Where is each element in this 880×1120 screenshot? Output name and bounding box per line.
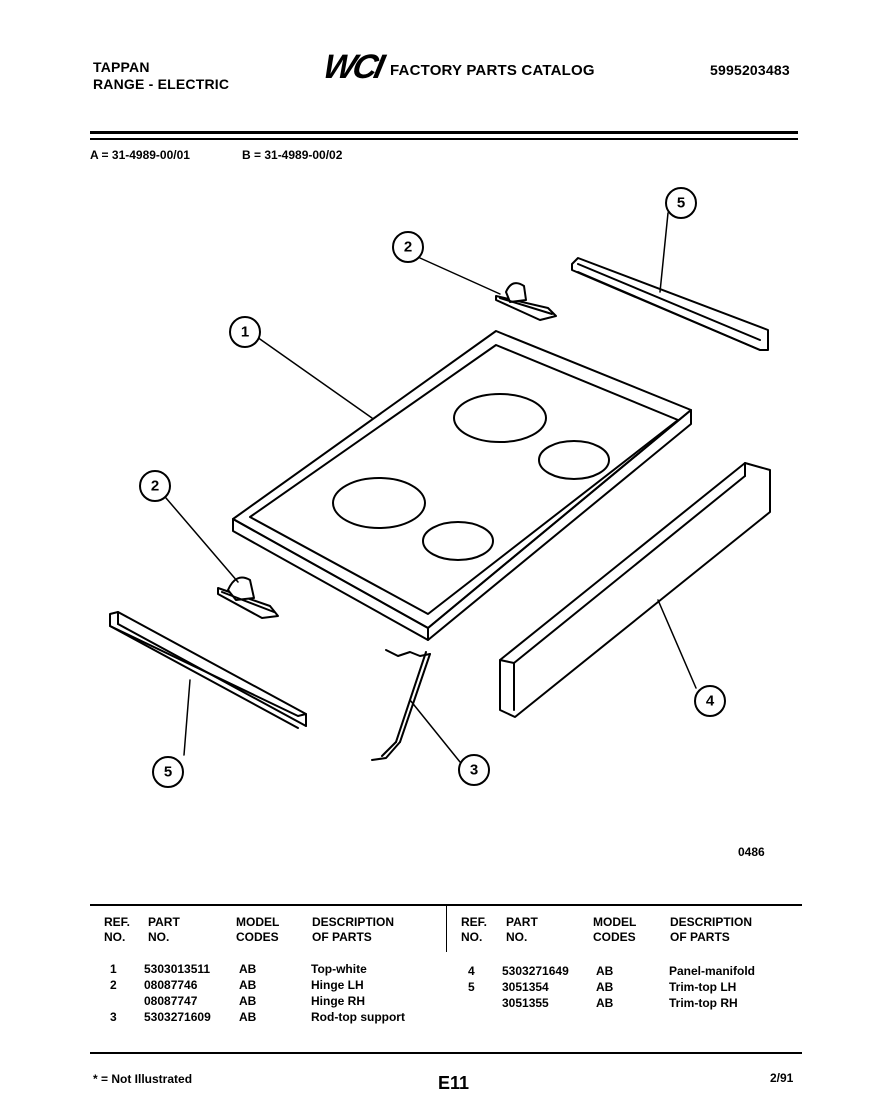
callout-5-lower: 5: [164, 764, 172, 781]
table-row: 3: [110, 1010, 117, 1024]
callout-3-circle: [458, 754, 490, 786]
callout-2-upper-circle: [392, 231, 424, 263]
page-number: E11: [438, 1073, 470, 1093]
product-type: RANGE - ELECTRIC: [93, 76, 230, 92]
header-rule-thick: [90, 131, 798, 134]
rod-support-part: [371, 649, 431, 761]
brand-name: TAPPAN: [93, 59, 150, 75]
callout-5-lower-circle: [152, 756, 184, 788]
table-bottom-rule: [90, 1052, 802, 1054]
callout-1-circle: [229, 316, 261, 348]
callout-3: 3: [470, 762, 478, 779]
table-row: 2: [110, 978, 117, 992]
panel-manifold-part: [499, 462, 771, 718]
table-divider: [446, 906, 447, 952]
cooktop-top-part: [232, 330, 692, 641]
table-column-ref-right: 4 5: [468, 964, 475, 994]
table-column-codes: AB AB AB AB: [239, 962, 257, 1024]
trim-top-upper-part: [571, 257, 769, 351]
callout-4: 4: [706, 693, 715, 710]
table-column-part: 5303013511 08087746 08087747 5303271609: [144, 962, 211, 1024]
trim-top-lower-part: [109, 611, 307, 729]
header-ref: REF.NO.: [104, 915, 131, 944]
table-row: 1: [110, 962, 117, 976]
table-top-rule: [90, 904, 802, 906]
diagram-code: 0486: [738, 845, 765, 859]
footnote: * = Not Illustrated: [93, 1072, 193, 1086]
table-row: [110, 993, 117, 1009]
callout-5-upper: 5: [677, 195, 685, 212]
callout-5-upper-circle: [665, 187, 697, 219]
callout-2-lower-circle: [139, 470, 171, 502]
header-rule-thin: [90, 138, 798, 140]
catalog-number: 5995203483: [710, 62, 790, 78]
callout-1: 1: [241, 324, 249, 341]
callout-2-upper: 2: [404, 239, 412, 256]
table-column-desc-right: Panel-manifold Trim-top LH Trim-top RH: [669, 964, 756, 1010]
table-column-part-right: 5303271649 3051354 3051355: [502, 964, 569, 1010]
table-column-desc: Top-white Hinge LH Hinge RH Rod-top supp…: [311, 962, 405, 1024]
model-b: B = 31-4989-00/02: [242, 148, 343, 162]
revision-date: 2/91: [770, 1071, 794, 1085]
table-column-codes-right: AB AB AB: [596, 964, 614, 1010]
hinge-lower-part: [217, 576, 279, 619]
table-column-ref: 1 2 3: [110, 961, 117, 1025]
hinge-upper-part: [495, 282, 557, 321]
catalog-title: FACTORY PARTS CATALOG: [390, 62, 595, 79]
callout-2-lower: 2: [151, 478, 159, 495]
model-a: A = 31-4989-00/01: [90, 148, 190, 162]
header-ref-right: REF.NO.: [461, 915, 488, 944]
callout-4-circle: [694, 685, 726, 717]
